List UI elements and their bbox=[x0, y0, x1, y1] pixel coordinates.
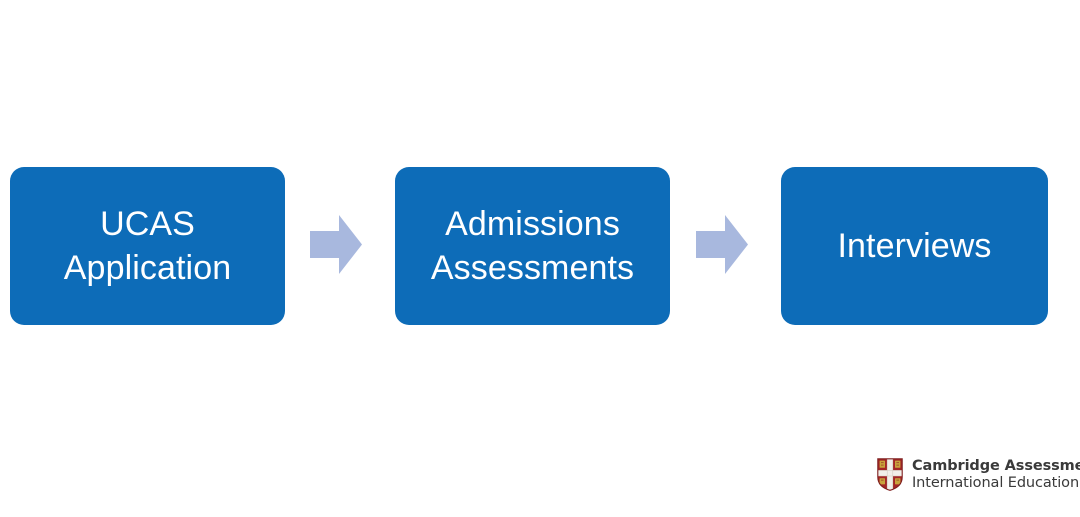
process-step-admissions-assessments[interactable]: Admissions Assessments bbox=[395, 167, 670, 325]
right-arrow-icon bbox=[310, 215, 362, 274]
cambridge-assessment-logo: Cambridge Assessment International Educa… bbox=[877, 458, 1080, 491]
logo-wordmark: Cambridge Assessment International Educa… bbox=[912, 458, 1080, 490]
process-step-ucas-application[interactable]: UCAS Application bbox=[10, 167, 285, 325]
process-step-label: UCAS Application bbox=[63, 204, 232, 287]
logo-line-primary: Cambridge Assessment bbox=[912, 458, 1080, 475]
right-arrow-icon bbox=[696, 215, 748, 274]
process-step-label: Admissions Assessments bbox=[430, 204, 635, 287]
process-step-label: Interviews bbox=[837, 226, 992, 265]
process-step-interviews[interactable]: Interviews bbox=[781, 167, 1048, 325]
logo-line-secondary: International Education bbox=[912, 474, 1080, 491]
cambridge-shield-icon bbox=[877, 458, 903, 491]
